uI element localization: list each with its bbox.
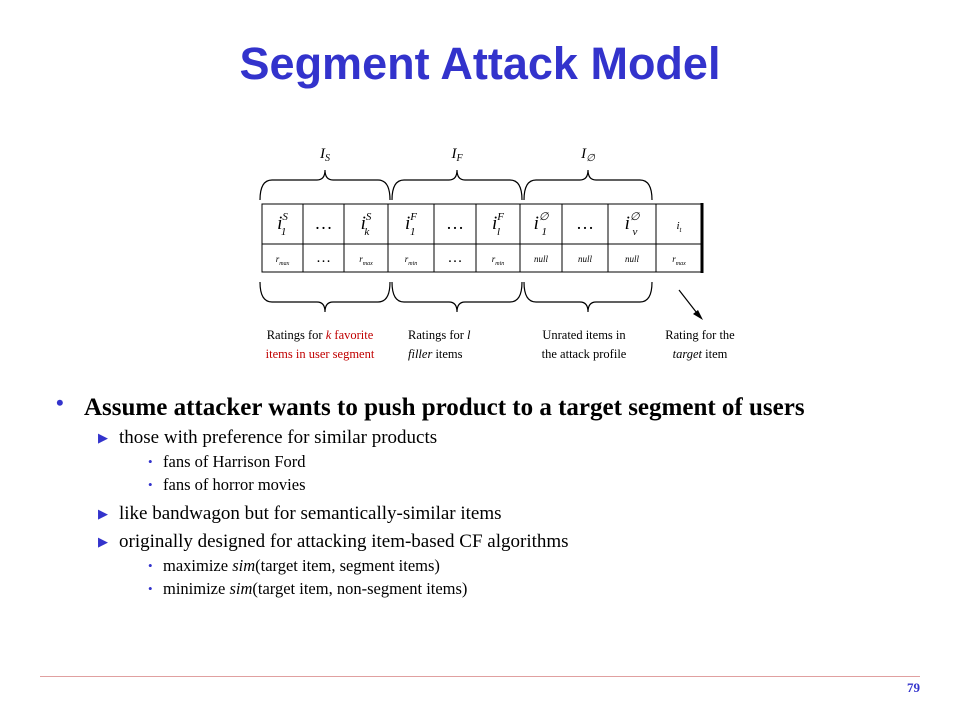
triangle-right-icon: ▶ [98, 534, 108, 549]
top-brace-segment [259, 169, 391, 201]
header-cell: it [676, 220, 682, 234]
rating-cell: null [625, 254, 640, 264]
header-cell: i∅1 [534, 211, 549, 238]
bullet-dot-icon: • [148, 477, 153, 492]
caption-l: l [467, 328, 471, 342]
header-cell: … [446, 213, 464, 233]
caption-segment-items: Ratings for k favorite items in user seg… [246, 326, 394, 364]
triangle-right-icon: ▶ [98, 506, 108, 521]
bullet-bandwagon: ▶ like bandwagon but for semantically-si… [56, 503, 936, 525]
caption-segment-line1: Ratings for k favorite [266, 328, 374, 342]
bullet-horror-text: fans of horror movies [163, 475, 306, 494]
bullet-dot-icon: • [56, 390, 64, 415]
caption-target-line2: target item [672, 347, 728, 361]
rating-cell: null [534, 254, 549, 264]
bullet-preferences-text: those with preference for similar produc… [119, 427, 438, 448]
caption-unrated-items: Unrated items in the attack profile [522, 326, 646, 364]
group-label: IF [450, 146, 463, 164]
rating-cell: … [316, 250, 331, 266]
rating-cell: null [578, 254, 593, 264]
rating-cell: rmax [359, 254, 373, 267]
bullet-list: • Assume attacker wants to push product … [56, 390, 936, 599]
caption-unrated-line2: the attack profile [541, 347, 627, 361]
bullet-harrison: • fans of Harrison Ford [56, 451, 936, 472]
header-cell: i∅v [625, 211, 640, 238]
caption-filler-line2: filler items [408, 347, 463, 361]
group-labels: IS IF I∅ [319, 146, 596, 164]
bullet-preferences: ▶ those with preference for similar prod… [56, 427, 936, 449]
header-cell: … [315, 213, 333, 233]
minimize-sim: sim [229, 579, 253, 598]
target-arrow-head [693, 310, 703, 320]
bullet-designed: ▶ originally designed for attacking item… [56, 531, 936, 553]
maximize-sim: sim [232, 556, 256, 575]
caption-k: k [325, 328, 332, 342]
bullet-dot-icon: • [148, 558, 153, 573]
group-label: I∅ [580, 146, 596, 164]
rating-cell: rmax [672, 254, 686, 267]
caption-unrated-line1: Unrated items in [542, 328, 626, 342]
caption-filler-line1: Ratings for l [408, 328, 471, 342]
caption-segment-favorite: favorite [334, 328, 374, 342]
caption-target-word: target [672, 347, 703, 361]
page-number: 79 [907, 680, 920, 695]
caption-target-item: Rating for the target item [650, 326, 750, 364]
caption-target-line1: Rating for the [665, 328, 735, 342]
bullet-dot-icon: • [148, 581, 153, 596]
top-brace-filler [391, 169, 523, 201]
rating-cell: rmax [276, 254, 290, 267]
bottom-brace-filler [391, 281, 523, 313]
bullet-dot-icon: • [148, 454, 153, 469]
caption-filler-items: Ratings for l filler items [408, 326, 518, 364]
bullet-main-text: Assume attacker wants to push product to… [84, 394, 805, 421]
header-cell: … [576, 213, 594, 233]
group-label: IS [319, 146, 330, 164]
triangle-right-icon: ▶ [98, 430, 108, 445]
bottom-brace-unrated [523, 281, 653, 313]
top-brace-unrated [523, 169, 653, 201]
footer-rule [40, 676, 920, 677]
bullet-main: • Assume attacker wants to push product … [56, 390, 936, 422]
bullet-horror: • fans of horror movies [56, 474, 936, 495]
bottom-brace-segment [259, 281, 391, 313]
slide-title: Segment Attack Model [239, 38, 721, 89]
minimize-prefix: minimize [163, 579, 230, 598]
rating-cell: rmin [405, 254, 418, 267]
bullet-bandwagon-text: like bandwagon but for semantically-simi… [119, 503, 502, 524]
maximize-rest: (target item, segment items) [255, 556, 440, 575]
caption-filler-word: filler [408, 347, 433, 361]
group-braces [259, 169, 653, 313]
bullet-minimize: • minimize sim(target item, non-segment … [56, 578, 936, 599]
maximize-prefix: maximize [163, 556, 233, 575]
rating-cell: rmin [492, 254, 505, 267]
caption-segment-line2: items in user segment [265, 347, 375, 361]
minimize-rest: (target item, non-segment items) [252, 579, 468, 598]
bullet-maximize: • maximize sim(target item, segment item… [56, 555, 936, 576]
rating-cell: … [448, 250, 463, 266]
bullet-harrison-text: fans of Harrison Ford [163, 452, 306, 471]
bullet-designed-text: originally designed for attacking item-b… [119, 531, 569, 552]
